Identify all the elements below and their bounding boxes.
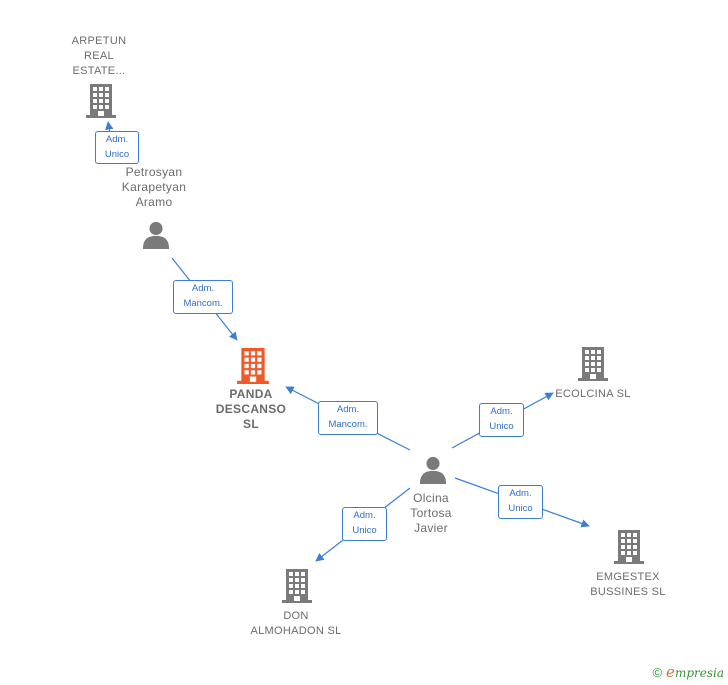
- empresia-watermark: ©empresia: [652, 663, 724, 681]
- brand-logo-text: mpresia: [674, 666, 724, 680]
- building-icon[interactable]: [614, 530, 644, 564]
- building-icon[interactable]: [237, 348, 269, 384]
- building-icon[interactable]: [86, 84, 116, 118]
- person-icon[interactable]: [142, 221, 170, 249]
- node-label-emgestex[interactable]: EMGESTEX BUSSINES SL: [590, 571, 666, 598]
- building-icon[interactable]: [578, 347, 608, 381]
- node-label-panda[interactable]: PANDA DESCANSO SL: [215, 387, 287, 431]
- brand-logo-e: e: [666, 663, 675, 681]
- edge-label-olcina-emgestex: Adm. Unico: [498, 485, 543, 519]
- node-label-don[interactable]: DON ALMOHADON SL: [250, 610, 342, 637]
- node-label-ecolcina[interactable]: ECOLCINA SL: [555, 388, 631, 400]
- edge-label-petrosyan-arpetun: Adm. Unico: [95, 131, 139, 164]
- edge-label-petrosyan-panda: Adm. Mancom.: [173, 280, 233, 314]
- person-icon[interactable]: [419, 456, 447, 484]
- node-label-olcina[interactable]: Olcina Tortosa Javier: [410, 491, 452, 535]
- building-icon[interactable]: [282, 569, 312, 603]
- edge-label-olcina-panda: Adm. Mancom.: [318, 401, 378, 435]
- edge-label-olcina-don: Adm. Unico: [342, 507, 387, 541]
- node-label-petrosyan[interactable]: Petrosyan Karapetyan Aramo: [121, 165, 187, 209]
- copyright-symbol: ©: [652, 665, 663, 680]
- edge-label-olcina-ecolcina: Adm. Unico: [479, 403, 524, 437]
- node-label-arpetun[interactable]: ARPETUN REAL ESTATE...: [71, 35, 127, 77]
